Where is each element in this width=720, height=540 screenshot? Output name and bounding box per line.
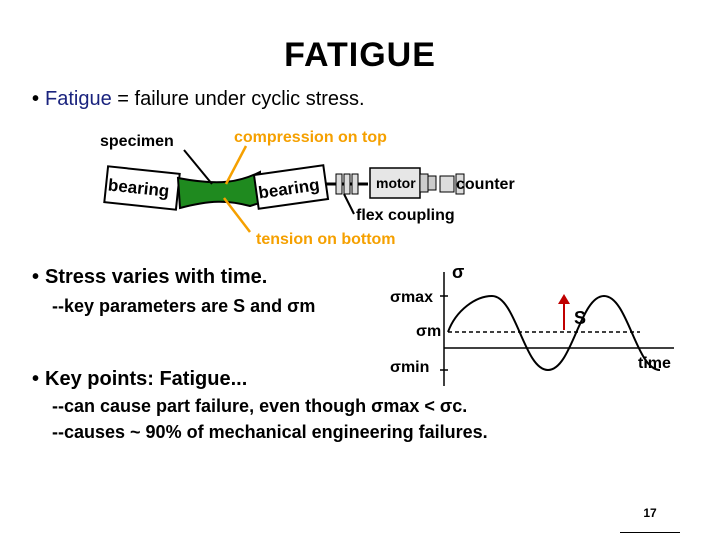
tension-label: tension on bottom [256, 231, 396, 248]
fatigue-definition-text: = failure under cyclic stress. [111, 88, 365, 110]
key-points-text: Key points: Fatigue... [45, 368, 248, 390]
bullet-dot: • [32, 266, 40, 288]
stress-time-plot: σ σmax σm σmin S time [390, 262, 674, 386]
key-parameters-text: --key parameters are S and σm [52, 296, 316, 316]
stress-curve [447, 294, 661, 372]
sigma-m-label: σm [416, 323, 441, 340]
stress-varies-text: Stress varies with time. [45, 266, 268, 288]
left-bearing: bearing [103, 165, 181, 211]
flex-coupling-pointer [343, 193, 355, 215]
page-number: 17 [620, 500, 680, 533]
flex-coupling-label: flex coupling [356, 207, 455, 224]
bullet-dot: • [32, 88, 40, 110]
y-axis-symbol: σ [452, 262, 464, 282]
s-arrow-head [558, 294, 570, 304]
compression-label: compression on top [234, 129, 387, 146]
tension-pointer [223, 197, 251, 233]
counter-label: counter [456, 176, 515, 193]
engineering-failures-text: --causes ~ 90% of mechanical engineering… [52, 422, 488, 442]
specimen-pointer [183, 149, 213, 185]
sigma-min-label: σmin [390, 359, 429, 376]
part-failure-text: --can cause part failure, even though σm… [52, 396, 468, 416]
right-bearing: bearing [252, 164, 330, 210]
motor-box [369, 167, 421, 199]
fatigue-term: Fatigue [45, 88, 112, 110]
time-axis-label: time [638, 355, 671, 372]
specimen-label: specimen [100, 133, 174, 150]
flex-coupling-shape [335, 173, 359, 195]
bullet-fatigue-definition: •Fatigue = failure under cyclic stress. [32, 88, 365, 111]
compression-pointer [224, 145, 248, 185]
s-label: S [574, 308, 586, 328]
bullet-key-points: •Key points: Fatigue... [32, 368, 247, 391]
bullet-stress-varies: •Stress varies with time. [32, 266, 267, 289]
sigma-max-label: σmax [390, 289, 433, 306]
bullet-dot: • [32, 368, 40, 390]
motor-label: motor [376, 175, 416, 191]
fatigue-test-apparatus-diagram: bearing bearing motor counter specimen c… [100, 129, 515, 248]
slide-title: FATIGUE [284, 36, 436, 74]
